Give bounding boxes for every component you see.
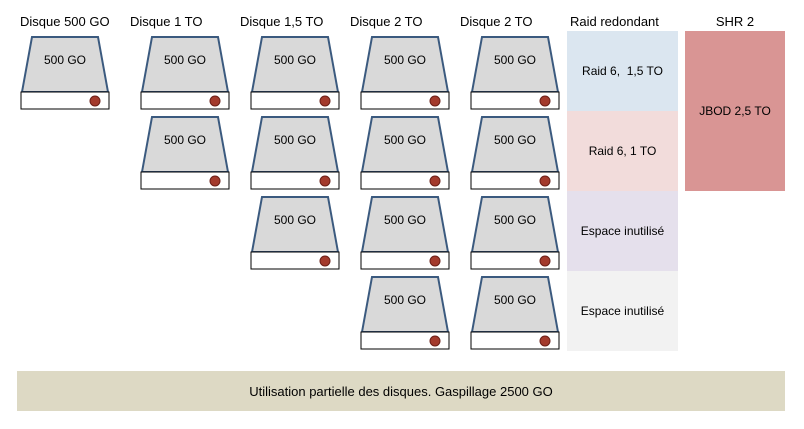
drive-shape: [250, 196, 340, 270]
drive-capacity-label: 500 GO: [163, 133, 207, 147]
drive-capacity-label: 500 GO: [273, 53, 317, 67]
raid6-1-5to-block: Raid 6, 1,5 TO: [567, 31, 678, 111]
hard-drive-icon: 500 GO: [20, 36, 110, 111]
drive-capacity-label: 500 GO: [493, 53, 537, 67]
drive-capacity-label: 500 GO: [383, 133, 427, 147]
header-disque-2to-b: Disque 2 TO: [460, 14, 533, 29]
drive-led-icon: [209, 95, 221, 107]
hard-drive-icon: 500 GO: [250, 116, 340, 191]
drive-capacity-label: 500 GO: [163, 53, 207, 67]
drive-led-icon: [89, 95, 101, 107]
drive-led-icon: [539, 335, 551, 347]
drive-led-icon: [429, 175, 441, 187]
drive-shape: [250, 116, 340, 190]
hard-drive-icon: 500 GO: [360, 36, 450, 111]
hard-drive-icon: 500 GO: [470, 196, 560, 271]
drive-shape: [360, 276, 450, 350]
hard-drive-icon: 500 GO: [140, 36, 230, 111]
drive-shape: [470, 276, 560, 350]
drive-shape: [250, 36, 340, 110]
header-shr2: SHR 2: [715, 14, 755, 29]
drive-led-icon: [429, 335, 441, 347]
drive-capacity-label: 500 GO: [383, 53, 427, 67]
header-raid-redondant: Raid redondant: [570, 14, 659, 29]
drive-led-icon: [429, 95, 441, 107]
drive-led-icon: [319, 95, 331, 107]
drive-led-icon: [209, 175, 221, 187]
drive-capacity-label: 500 GO: [383, 213, 427, 227]
unused-space-block-1: Espace inutilisé: [567, 191, 678, 271]
drive-capacity-label: 500 GO: [43, 53, 87, 67]
drive-led-icon: [539, 95, 551, 107]
drive-shape: [140, 36, 230, 110]
drive-led-icon: [429, 255, 441, 267]
hard-drive-icon: 500 GO: [470, 276, 560, 351]
hard-drive-icon: 500 GO: [360, 196, 450, 271]
drive-capacity-label: 500 GO: [383, 293, 427, 307]
drive-shape: [20, 36, 110, 110]
hard-drive-icon: 500 GO: [140, 116, 230, 191]
jbod-block: JBOD 2,5 TO: [685, 31, 785, 191]
drive-capacity-label: 500 GO: [493, 293, 537, 307]
drive-capacity-label: 500 GO: [493, 213, 537, 227]
header-disque-2to-a: Disque 2 TO: [350, 14, 423, 29]
drive-shape: [470, 116, 560, 190]
unused-space-block-2: Espace inutilisé: [567, 271, 678, 351]
drive-led-icon: [319, 175, 331, 187]
drive-capacity-label: 500 GO: [493, 133, 537, 147]
drive-shape: [360, 196, 450, 270]
drive-capacity-label: 500 GO: [273, 213, 317, 227]
drive-led-icon: [319, 255, 331, 267]
hard-drive-icon: 500 GO: [360, 116, 450, 191]
drive-led-icon: [539, 175, 551, 187]
drive-shape: [470, 196, 560, 270]
drive-shape: [360, 36, 450, 110]
hard-drive-icon: 500 GO: [470, 36, 560, 111]
header-disque-500go: Disque 500 GO: [20, 14, 110, 29]
hard-drive-icon: 500 GO: [250, 36, 340, 111]
raid6-1to-block: Raid 6, 1 TO: [567, 111, 678, 191]
drive-shape: [360, 116, 450, 190]
header-disque-1-5to: Disque 1,5 TO: [240, 14, 324, 29]
hard-drive-icon: 500 GO: [360, 276, 450, 351]
drive-capacity-label: 500 GO: [273, 133, 317, 147]
drive-led-icon: [539, 255, 551, 267]
header-disque-1to: Disque 1 TO: [130, 14, 203, 29]
hard-drive-icon: 500 GO: [250, 196, 340, 271]
footer-summary: Utilisation partielle des disques. Gaspi…: [17, 371, 785, 411]
drive-shape: [140, 116, 230, 190]
drive-shape: [470, 36, 560, 110]
hard-drive-icon: 500 GO: [470, 116, 560, 191]
